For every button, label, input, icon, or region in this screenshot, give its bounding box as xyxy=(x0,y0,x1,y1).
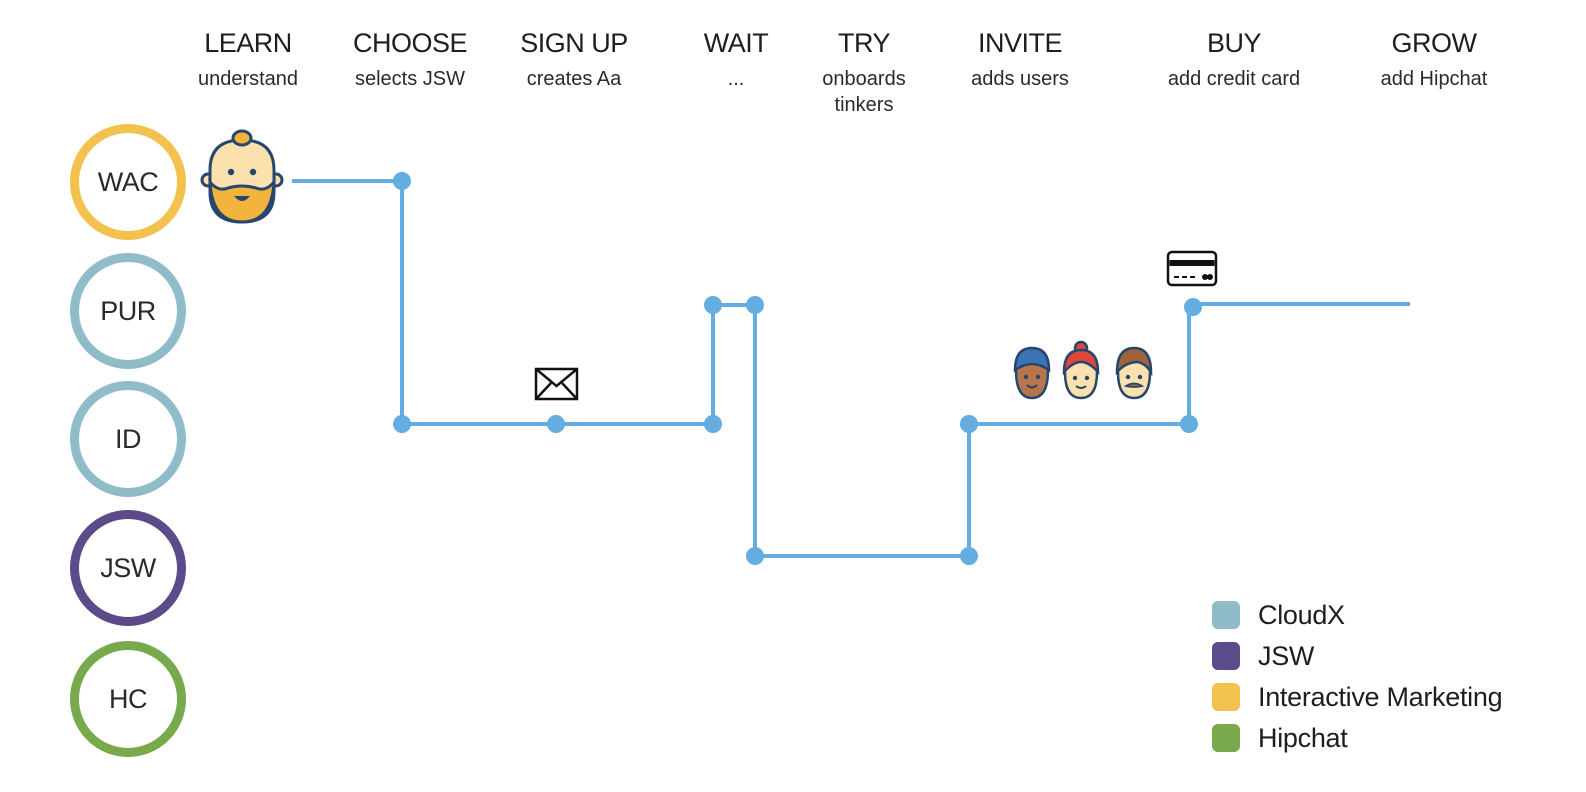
path-node xyxy=(960,547,978,565)
step-subtitle: understand xyxy=(197,68,299,90)
bearded-man-avatar xyxy=(200,129,284,224)
lane-label: JSW xyxy=(100,552,156,583)
lane-pur: PUR xyxy=(70,253,186,369)
path-node xyxy=(704,296,722,314)
path-node xyxy=(393,415,411,433)
lane-jsw: JSW xyxy=(70,510,186,626)
user-avatar-blue-hat xyxy=(1013,346,1051,400)
user-avatar-red-bun xyxy=(1062,340,1100,400)
legend-item-interactive-marketing: Interactive Marketing xyxy=(1212,680,1552,714)
legend-item-jsw: JSW xyxy=(1212,639,1552,673)
credit-card-icon xyxy=(1166,250,1218,287)
user-avatar-mustache xyxy=(1115,346,1153,400)
path-node xyxy=(1180,415,1198,433)
path-node xyxy=(393,172,411,190)
legend-label: JSW xyxy=(1258,640,1315,671)
journey-nodes xyxy=(393,172,1202,565)
legend-swatch xyxy=(1212,724,1240,752)
lane-wac: WAC xyxy=(70,124,186,240)
lane-hc: HC xyxy=(70,641,186,757)
step-subtitle: ... xyxy=(727,68,745,90)
legend-item-cloudx: CloudX xyxy=(1212,598,1552,632)
lane-label: HC xyxy=(109,683,148,714)
step-title: WAIT xyxy=(703,28,769,58)
path-node xyxy=(746,547,764,565)
legend-swatch xyxy=(1212,683,1240,711)
journey-path xyxy=(292,179,1410,558)
path-node xyxy=(960,415,978,433)
lane-label: WAC xyxy=(97,166,159,197)
step-title: LEARN xyxy=(204,28,292,58)
path-node xyxy=(704,415,722,433)
step-subtitle: add credit card xyxy=(1167,68,1301,90)
path-node xyxy=(746,296,764,314)
step-title: BUY xyxy=(1206,28,1262,58)
lane-label: ID xyxy=(115,423,142,454)
lane-label: PUR xyxy=(100,295,156,326)
legend-swatch xyxy=(1212,642,1240,670)
legend-label: Interactive Marketing xyxy=(1258,681,1503,712)
step-subtitle: selects JSW xyxy=(354,68,466,90)
lane-id: ID xyxy=(70,381,186,497)
step-title: CHOOSE xyxy=(352,28,468,58)
step-subtitle: creates Aa xyxy=(526,68,622,90)
step-subtitle: adds users xyxy=(971,68,1069,90)
step-title: TRY xyxy=(837,28,891,58)
step-title: SIGN UP xyxy=(520,28,628,58)
legend-item-hipchat: Hipchat xyxy=(1212,721,1552,755)
step-subtitle: onboards tinkers xyxy=(822,68,906,116)
legend-label: Hipchat xyxy=(1258,722,1348,753)
envelope-icon xyxy=(534,367,579,401)
step-subtitle: add Hipchat xyxy=(1380,68,1488,90)
legend-label: CloudX xyxy=(1258,599,1345,630)
legend-swatch xyxy=(1212,601,1240,629)
step-title: INVITE xyxy=(977,28,1063,58)
step-title: GROW xyxy=(1391,28,1478,58)
path-node xyxy=(547,415,565,433)
path-node xyxy=(1184,298,1202,316)
